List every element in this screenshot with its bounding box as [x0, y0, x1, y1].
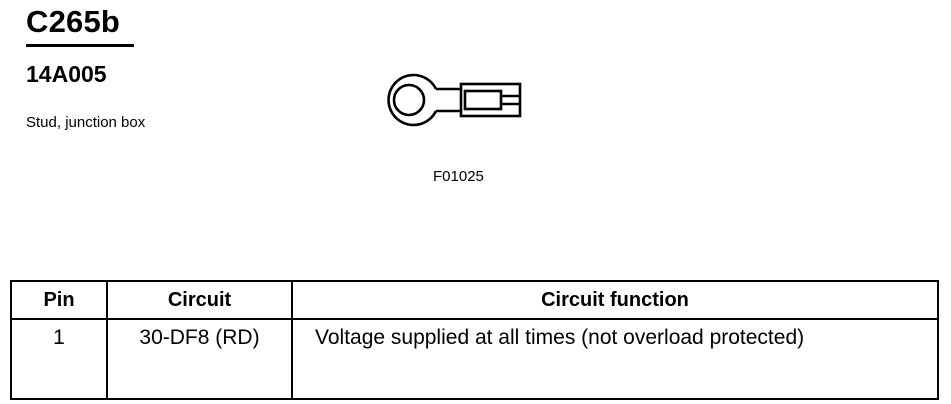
figure-code: F01025 [433, 168, 484, 185]
circuit-function-cell: Voltage supplied at all times (not overl… [291, 318, 939, 400]
circuit-cell: 30-DF8 (RD) [106, 318, 293, 400]
column-header-pin: Pin [10, 280, 108, 320]
column-header-circuit: Circuit [106, 280, 293, 320]
pin-cell: 1 [10, 318, 108, 400]
table-row: 1 30-DF8 (RD) Voltage supplied at all ti… [10, 318, 939, 400]
connector-id-underline [26, 44, 134, 47]
part-number: 14A005 [26, 61, 107, 87]
connector-id: C265b [26, 4, 121, 39]
ring-terminal-icon [387, 73, 522, 127]
pin-table: Pin Circuit Circuit function 1 30-DF8 (R… [10, 280, 939, 400]
table-header-row: Pin Circuit Circuit function [10, 280, 939, 320]
connector-description: Stud, junction box [26, 114, 146, 131]
column-header-circuit-function: Circuit function [291, 280, 939, 320]
